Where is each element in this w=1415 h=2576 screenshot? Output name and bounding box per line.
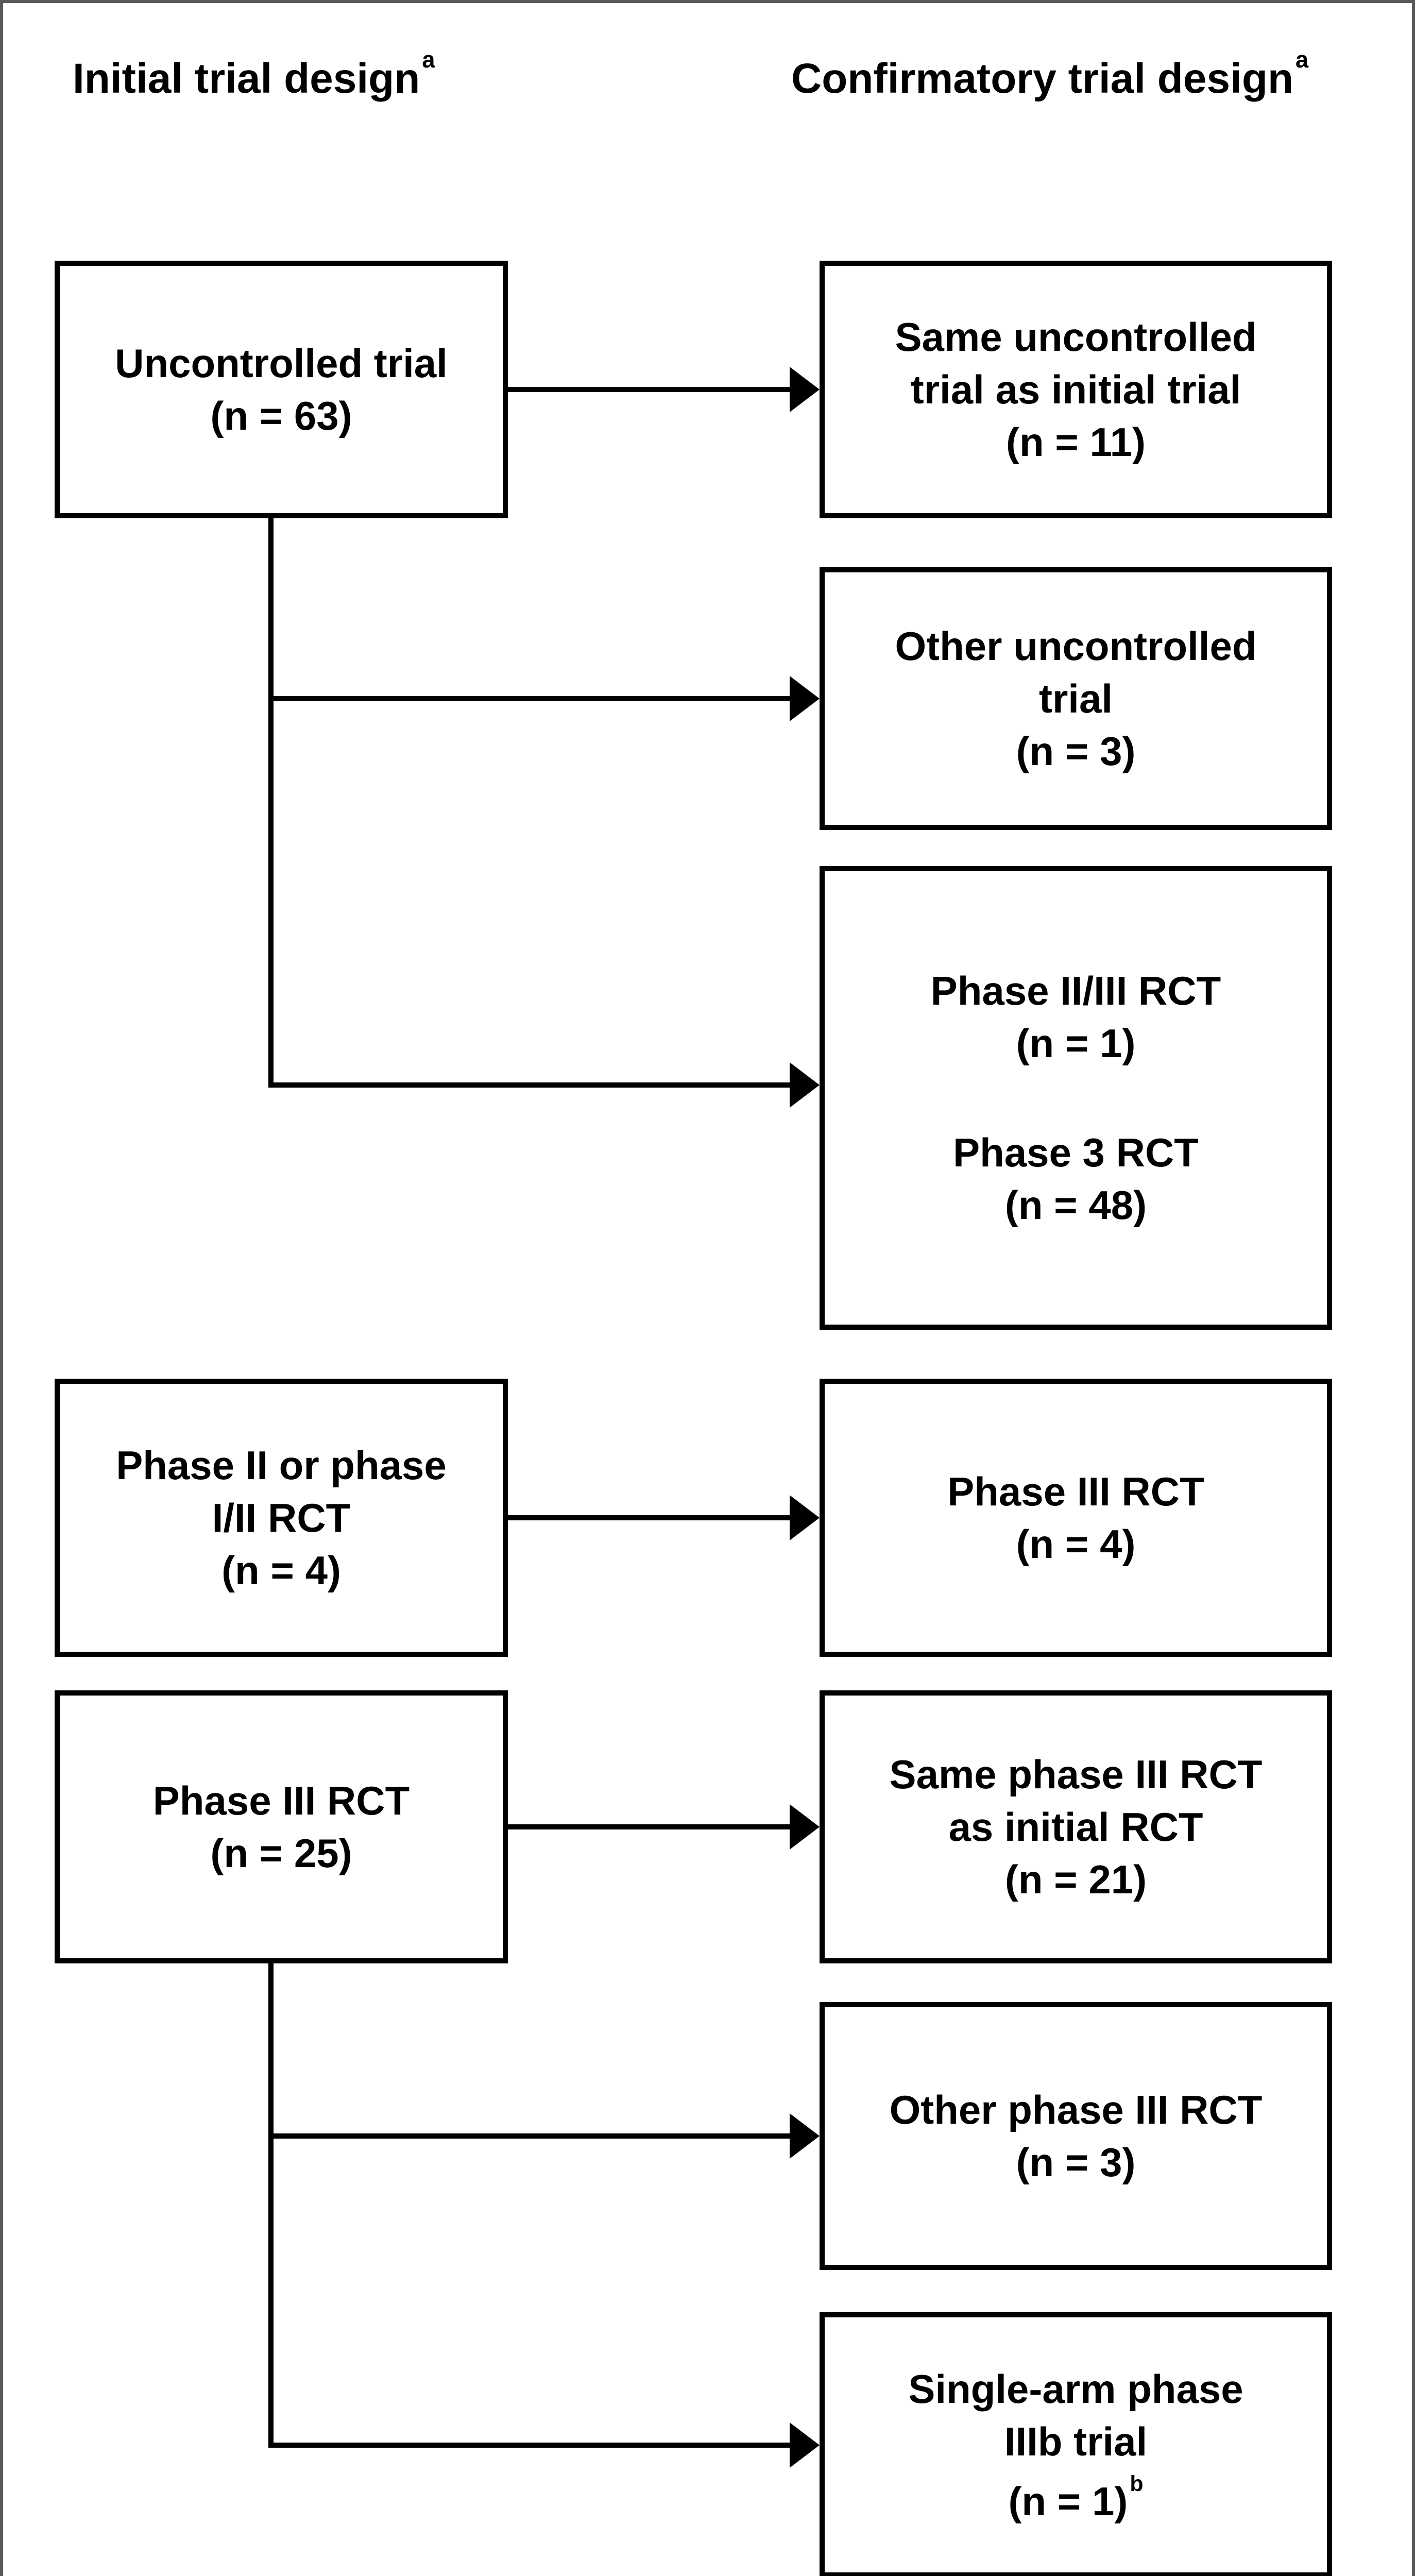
box-text-line: Phase III RCT — [947, 1469, 1204, 1514]
footnote-a-marker: a — [422, 46, 435, 73]
box-text-line: trial as initial trial — [910, 367, 1241, 412]
box-count-line: (n = 3) — [1016, 728, 1136, 774]
connector-phase2-to-phase3-rct — [508, 1515, 791, 1520]
connector-phase3-to-other-phase3 — [268, 2133, 791, 2139]
confirmatory-trial-design-header: Confirmatory trial designa — [791, 46, 1308, 103]
box-count-line: (n = 48) — [1004, 1182, 1147, 1228]
arrowhead-into-other-phase3 — [790, 2113, 820, 2159]
arrowhead-into-phase3-rct — [790, 1495, 820, 1540]
box-count-line: (n = 21) — [1004, 1857, 1147, 1902]
box-phase3-rct-initial: Phase III RCT (n = 25) — [55, 1690, 508, 1963]
box-text-line: Phase II or phase — [116, 1443, 447, 1488]
box-other-phase3-rct: Other phase III RCT (n = 3) — [820, 2002, 1332, 2270]
box-count-line: (n = 3) — [1016, 2140, 1136, 2185]
box-phase2-3-rct-and-phase3-rct: Phase II/III RCT (n = 1) Phase 3 RCT (n … — [820, 866, 1332, 1330]
arrowhead-into-phase2-3-rct — [790, 1062, 820, 1108]
box-text-line: IIIb trial — [1004, 2418, 1148, 2464]
box-uncontrolled-trial: Uncontrolled trial (n = 63) — [55, 261, 508, 518]
box-text-line: trial — [1038, 676, 1113, 721]
box-text-line: as initial RCT — [948, 1804, 1203, 1850]
box-text-line: Single-arm phase — [908, 2366, 1243, 2412]
box-text-line: Same phase III RCT — [889, 1752, 1263, 1797]
initial-header-text: Initial trial design — [73, 55, 420, 102]
box-count-line: (n = 4) — [221, 1548, 341, 1593]
count-text: (n = 1) — [1008, 2478, 1128, 2524]
box-count-line: (n = 1) — [1016, 1021, 1136, 1066]
connector-phase3-to-same-phase3 — [508, 1824, 791, 1829]
box-phase2-or-phase1-2-rct: Phase II or phase I/II RCT (n = 4) — [55, 1379, 508, 1657]
connector-uncontrolled-to-other-uncontrolled — [268, 696, 791, 701]
arrowhead-into-same-phase3 — [790, 1804, 820, 1850]
box-text-line: Phase III RCT — [152, 1778, 410, 1823]
arrowhead-into-single-arm — [790, 2422, 820, 2468]
box-other-uncontrolled-trial: Other uncontrolled trial (n = 3) — [820, 567, 1332, 830]
box-count-line: (n = 4) — [1016, 1521, 1136, 1567]
arrowhead-into-same-uncontrolled — [790, 367, 820, 412]
box-text-line: Same uncontrolled — [895, 314, 1257, 360]
box-text-line: Uncontrolled trial — [115, 341, 448, 386]
box-single-arm-phase3b-trial: Single-arm phase IIIb trial (n = 1)b — [820, 2312, 1332, 2576]
box-count-line: (n = 1)b — [1008, 2468, 1143, 2528]
connector-trunk-uncontrolled — [268, 516, 274, 1088]
box-text-line: Phase 3 RCT — [953, 1130, 1199, 1175]
confirmatory-header-text: Confirmatory trial design — [791, 55, 1294, 102]
initial-trial-design-header: Initial trial designa — [73, 46, 435, 103]
connector-uncontrolled-to-phase2-3-rct — [268, 1082, 791, 1088]
box-text-line: I/II RCT — [212, 1495, 351, 1540]
connector-trunk-phase3 — [268, 1961, 274, 2448]
footnote-b-marker: b — [1130, 2471, 1144, 2497]
box-count-line: (n = 63) — [210, 393, 352, 438]
box-same-uncontrolled-trial: Same uncontrolled trial as initial trial… — [820, 261, 1332, 518]
box-phase3-rct-confirmatory: Phase III RCT (n = 4) — [820, 1379, 1332, 1657]
connector-phase3-to-single-arm — [268, 2443, 791, 2448]
connector-uncontrolled-to-same-uncontrolled — [508, 387, 791, 392]
box-count-line: (n = 11) — [1006, 419, 1146, 465]
box-text-line: Phase II/III RCT — [930, 968, 1221, 1013]
footnote-a-marker: a — [1295, 46, 1309, 73]
box-text-line: Other phase III RCT — [889, 2087, 1263, 2132]
box-same-phase3-rct: Same phase III RCT as initial RCT (n = 2… — [820, 1690, 1332, 1963]
arrowhead-into-other-uncontrolled — [790, 676, 820, 721]
box-count-line: (n = 25) — [210, 1831, 352, 1876]
box-text-line: Other uncontrolled — [895, 623, 1257, 669]
